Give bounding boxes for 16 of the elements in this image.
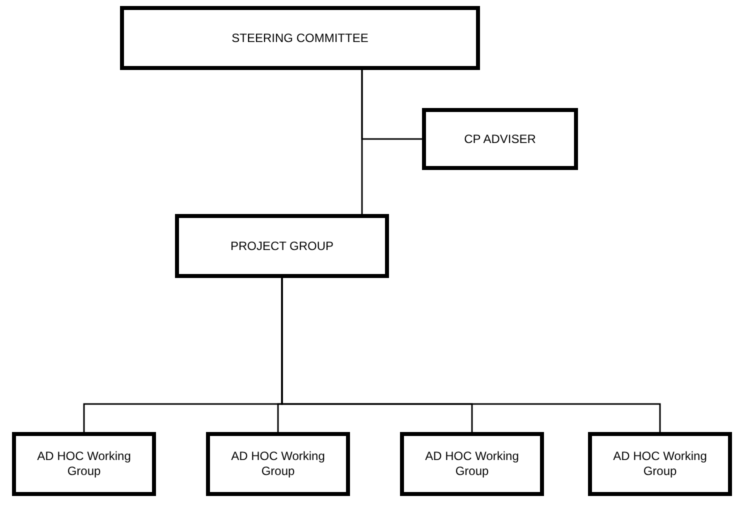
org-box <box>120 6 480 70</box>
org-box <box>422 108 578 170</box>
org-box <box>588 432 732 496</box>
box-label: CP ADVISER <box>464 132 536 146</box>
org-box <box>12 432 156 496</box>
connector-line <box>281 278 661 432</box>
box-label: PROJECT GROUP <box>230 238 334 254</box>
box-label: AD HOC Working Group <box>36 449 132 479</box>
box-label: AD HOC Working Group <box>230 449 326 479</box>
box-label: AD HOC Working Group <box>612 449 708 479</box>
org-box <box>400 432 544 496</box>
org-box <box>206 432 350 496</box>
box-label: STEERING COMMITTEE <box>232 30 368 46</box>
org-box <box>175 214 389 278</box>
connector-line <box>361 70 422 140</box>
box-label: AD HOC Working Group <box>424 449 520 479</box>
